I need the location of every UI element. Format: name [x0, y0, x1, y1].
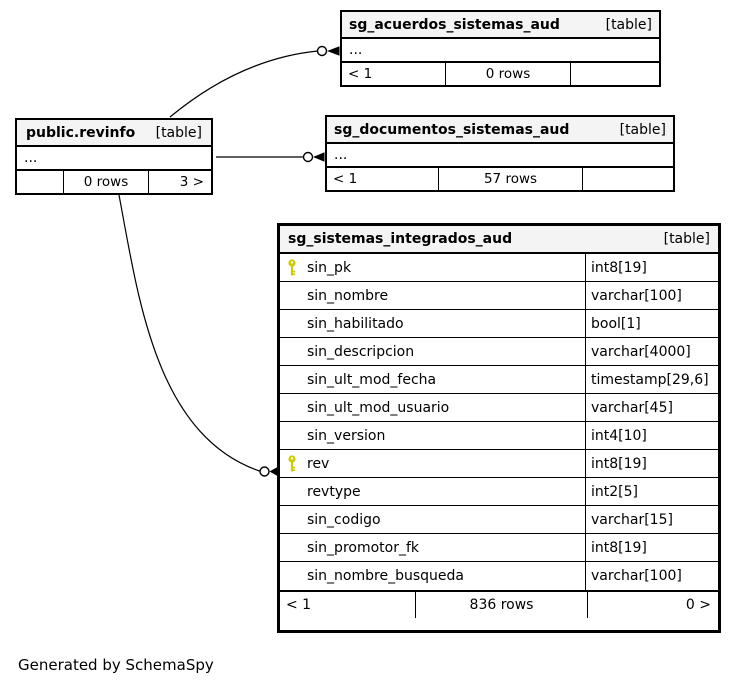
column-type: varchar[4000]	[585, 338, 718, 365]
footer-row-count: 0 rows	[445, 63, 570, 85]
column-type: varchar[45]	[585, 394, 718, 421]
column-name: revtype	[307, 483, 361, 500]
relationship-revinfo-integrados	[118, 194, 278, 477]
footer-children-count: < 1	[348, 66, 373, 82]
footer-parents-count: 0 >	[587, 592, 718, 618]
arrowhead-icon	[313, 152, 325, 162]
key-icon-placeholder	[280, 478, 307, 505]
column-type: varchar[15]	[585, 506, 718, 533]
table-header[interactable]: sg_documentos_sistemas_aud [table]	[327, 117, 673, 144]
column-name: sin_promotor_fk	[307, 539, 420, 556]
generated-by-note: Generated by SchemaSpy	[18, 656, 214, 674]
footer-children-count	[17, 171, 63, 193]
primary-key-icon	[280, 450, 307, 477]
footer-row-count: 836 rows	[415, 592, 587, 618]
column-row-sin_promotor_fk: sin_promotor_fk int8[19]	[280, 534, 718, 562]
column-name: sin_version	[307, 427, 386, 444]
table-title[interactable]: sg_sistemas_integrados_aud	[288, 231, 513, 247]
column-name: sin_nombre	[307, 287, 389, 304]
table-type-badge: [table]	[155, 124, 202, 141]
table-footer: < 1 57 rows	[327, 168, 673, 190]
column-type: int2[5]	[585, 478, 718, 505]
table-title[interactable]: sg_documentos_sistemas_aud	[334, 121, 570, 138]
table-footer: < 1 0 rows	[342, 63, 659, 85]
column-type: int8[19]	[585, 450, 718, 477]
column-name: sin_nombre_busqueda	[307, 568, 464, 584]
column-row-revtype: revtype int2[5]	[280, 478, 718, 506]
column-row-sin_descripcion: sin_descripcion varchar[4000]	[280, 338, 718, 366]
column-row-sin_nombre: sin_nombre varchar[100]	[280, 282, 718, 310]
column-name: sin_habilitado	[307, 315, 404, 332]
table-header[interactable]: public.revinfo [table]	[17, 120, 211, 147]
collapsed-columns-row: ...	[17, 147, 211, 171]
footer-parents-count	[582, 168, 673, 190]
key-icon-placeholder	[280, 394, 307, 421]
collapsed-columns-row: ...	[327, 144, 673, 168]
footer-parents-count	[570, 63, 659, 85]
zero-or-one-endpoint-icon	[259, 466, 270, 477]
table-node-sg-acuerdos-sistemas-aud: sg_acuerdos_sistemas_aud [table] ... < 1…	[340, 10, 661, 87]
arrowhead-icon	[269, 467, 278, 476]
arrowhead-icon	[327, 46, 340, 56]
key-icon-placeholder	[280, 534, 307, 561]
footer-children-count: < 1	[286, 597, 312, 613]
key-icon-placeholder	[280, 338, 307, 365]
key-icon-placeholder	[280, 562, 307, 590]
column-type: bool[1]	[585, 310, 718, 337]
key-icon-placeholder	[280, 310, 307, 337]
table-node-sg-sistemas-integrados-aud: sg_sistemas_integrados_aud [table] sin_p…	[277, 223, 721, 633]
column-name: sin_descripcion	[307, 343, 415, 360]
footer-row-count: 57 rows	[438, 168, 582, 190]
key-icon-placeholder	[280, 422, 307, 449]
table-header[interactable]: sg_sistemas_integrados_aud [table]	[280, 226, 718, 254]
column-name: rev	[307, 455, 330, 472]
column-row-sin_codigo: sin_codigo varchar[15]	[280, 506, 718, 534]
footer-children-count: < 1	[333, 171, 358, 187]
table-footer: 0 rows 3 >	[17, 171, 211, 193]
column-row-sin_version: sin_version int4[10]	[280, 422, 718, 450]
footer-parents-count: 3 >	[148, 171, 211, 193]
column-type: varchar[100]	[585, 282, 718, 309]
column-type: int8[19]	[585, 534, 718, 561]
key-icon-placeholder	[280, 366, 307, 393]
column-name: sin_ult_mod_usuario	[307, 399, 450, 416]
key-icon-placeholder	[280, 282, 307, 309]
column-name: sin_codigo	[307, 511, 381, 528]
column-row-sin_pk: sin_pk int8[19]	[280, 254, 718, 282]
table-node-public-revinfo: public.revinfo [table] ... 0 rows 3 >	[15, 118, 213, 195]
column-type: int8[19]	[585, 254, 718, 281]
table-type-badge: [table]	[663, 231, 710, 247]
collapsed-columns-row: ...	[342, 39, 659, 63]
table-title[interactable]: sg_acuerdos_sistemas_aud	[349, 16, 560, 33]
column-row-sin_nombre_busqueda: sin_nombre_busqueda varchar[100]	[280, 562, 718, 590]
table-type-badge: [table]	[605, 16, 652, 33]
relationship-revinfo-documentos	[216, 151, 325, 163]
column-type: varchar[100]	[585, 562, 718, 590]
column-name: sin_pk	[307, 259, 352, 276]
column-row-sin_ult_mod_usuario: sin_ult_mod_usuario varchar[45]	[280, 394, 718, 422]
relationship-revinfo-acuerdos	[169, 45, 340, 118]
table-type-badge: [table]	[619, 121, 666, 138]
column-row-rev: rev int8[19]	[280, 450, 718, 478]
key-icon-placeholder	[280, 506, 307, 533]
column-type: int4[10]	[585, 422, 718, 449]
table-header[interactable]: sg_acuerdos_sistemas_aud [table]	[342, 12, 659, 39]
column-name: sin_ult_mod_fecha	[307, 371, 437, 388]
table-footer: < 1 836 rows 0 >	[280, 590, 718, 618]
zero-or-one-endpoint-icon	[302, 151, 314, 163]
table-node-sg-documentos-sistemas-aud: sg_documentos_sistemas_aud [table] ... <…	[325, 115, 675, 192]
table-title[interactable]: public.revinfo	[26, 124, 136, 141]
column-row-sin_ult_mod_fecha: sin_ult_mod_fecha timestamp[29,6]	[280, 366, 718, 394]
column-type: timestamp[29,6]	[585, 366, 718, 393]
primary-key-icon	[280, 254, 307, 281]
column-row-sin_habilitado: sin_habilitado bool[1]	[280, 310, 718, 338]
footer-row-count: 0 rows	[63, 171, 148, 193]
zero-or-one-endpoint-icon	[316, 45, 328, 57]
